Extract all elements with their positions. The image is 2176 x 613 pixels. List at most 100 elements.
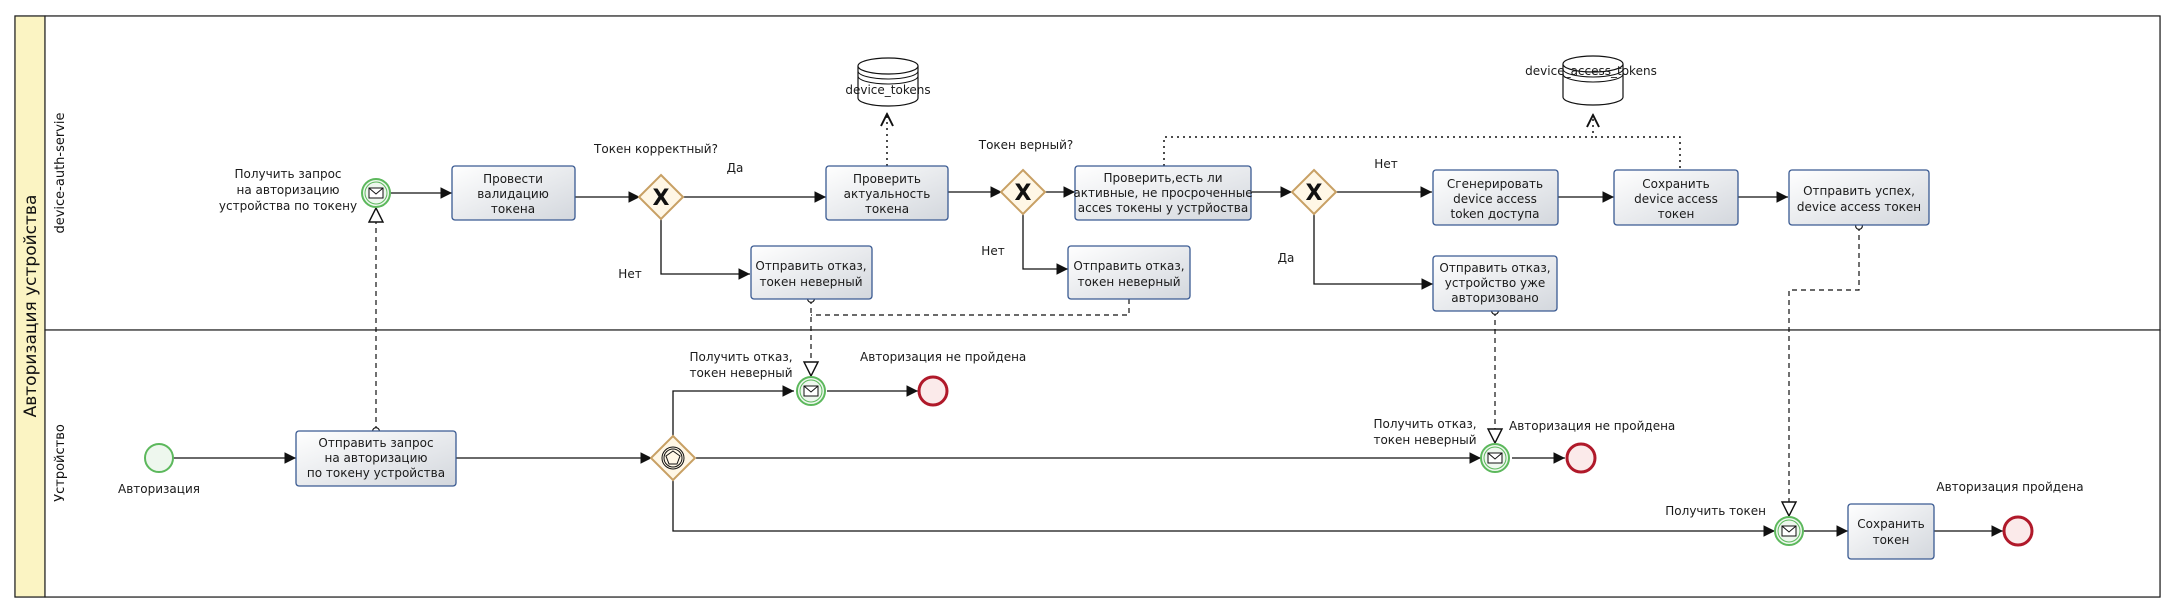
pool-label: Авторизация устройства xyxy=(21,195,41,418)
gateway-no-3: Нет xyxy=(1374,157,1397,171)
gateway-question-1: Токен корректный? xyxy=(593,142,718,156)
receive-token-label: Получить токен xyxy=(1665,504,1766,518)
event-receive-reject-1[interactable] xyxy=(796,376,826,406)
task-line: токен xyxy=(1658,207,1695,221)
x-icon: X xyxy=(1015,181,1032,206)
task-line: токена xyxy=(491,202,535,216)
task-line: Отправить отказ, xyxy=(1073,259,1184,273)
event-start[interactable] xyxy=(144,443,174,473)
event-label-line: Получить отказ, xyxy=(1373,417,1476,431)
task-line: на авторизацию xyxy=(325,451,428,465)
flow-g2-no xyxy=(1022,214,1068,275)
pool-header xyxy=(14,15,46,598)
task-line: по токену устройства xyxy=(307,466,445,480)
flow-event-gw-to-receive-token xyxy=(672,473,1775,537)
event-label-line: Получить отказ, xyxy=(689,350,792,364)
task-line: Проверить,есть ли xyxy=(1103,171,1222,185)
task-line: Отправить отказ, xyxy=(755,259,866,273)
gateway-labels: Токен корректный? Да Нет Токен верный? Н… xyxy=(593,138,1398,281)
task-line: Отправить запрос xyxy=(318,436,433,450)
event-end-fail-1[interactable] xyxy=(917,375,949,407)
event-labels: Получить запрос на авторизацию устройства … xyxy=(118,167,2084,518)
flow-event-gw-to-reject1 xyxy=(672,385,794,443)
task-line: device access xyxy=(1453,192,1537,206)
datastore-device-access-tokens-label: device_access_tokens xyxy=(1525,64,1657,78)
msg-reject1b xyxy=(811,299,1130,316)
task-line: токен неверный xyxy=(1077,275,1180,289)
gateway-token-valid[interactable]: X xyxy=(999,168,1047,216)
task-line: валидацию xyxy=(477,187,549,201)
x-icon: X xyxy=(653,186,670,211)
task-reject-token-1[interactable]: Отправить отказ, токен неверный xyxy=(750,245,873,300)
gateway-yes-1: Да xyxy=(727,161,744,175)
task-line: token доступа xyxy=(1451,207,1540,221)
event-receive-reject-2[interactable] xyxy=(1480,443,1510,473)
lane-label-service: device-auth-servie xyxy=(53,112,68,233)
task-line: токен неверный xyxy=(759,275,862,289)
task-line: device access xyxy=(1634,192,1718,206)
data-associations xyxy=(887,114,1681,168)
end-fail-label-2: Авторизация не пройдена xyxy=(1509,419,1675,433)
task-line: активные, не просроченные xyxy=(1073,186,1252,200)
envelope-icon xyxy=(803,385,819,397)
event-label-line: Получить запрос xyxy=(234,167,341,181)
gateway-question-2: Токен верный? xyxy=(978,138,1074,152)
event-end-fail-2[interactable] xyxy=(1565,442,1597,474)
end-success-label: Авторизация пройдена xyxy=(1936,480,2083,494)
gateway-event-based[interactable] xyxy=(649,434,697,482)
task-line: Сгенерировать xyxy=(1447,177,1543,191)
svg-text:Отправить отказ,устройство уже: Отправить отказ,устройство ужеавторизова… xyxy=(1439,261,1550,305)
task-line: Проверить xyxy=(853,172,921,186)
event-label-line: токен неверный xyxy=(1373,433,1476,447)
task-send-success[interactable]: Отправить успех,device access токен xyxy=(1788,169,1930,226)
datastore-device-tokens-label: device_tokens xyxy=(845,83,930,97)
event-label-line: на авторизацию xyxy=(237,183,340,197)
datastore-device-tokens: device_tokens xyxy=(845,57,931,107)
task-line: Провести xyxy=(483,172,543,186)
envelope-icon xyxy=(1487,452,1503,464)
envelope-icon xyxy=(1781,525,1797,537)
task-line: Сохранить xyxy=(1857,517,1925,531)
task-line: Сохранить xyxy=(1642,177,1710,191)
task-line: Отправить отказ, xyxy=(1439,261,1550,275)
datastore-device-access-tokens: device_access_tokens xyxy=(1525,55,1657,106)
start-event-label: Авторизация xyxy=(118,482,200,496)
event-end-success[interactable] xyxy=(2002,515,2034,547)
task-line: авторизовано xyxy=(1451,291,1539,305)
event-receive-request[interactable] xyxy=(361,178,391,208)
svg-text:Отправить отказ,токен неверный: Отправить отказ, токен неверный xyxy=(755,259,866,289)
task-line: токен xyxy=(1873,533,1910,547)
gateway-active-tokens[interactable]: X xyxy=(1290,168,1338,216)
event-receive-token[interactable] xyxy=(1774,516,1804,546)
task-line: токена xyxy=(865,202,909,216)
svg-text:Получить отказ,токен неверный: Получить отказ,токен неверный xyxy=(689,350,792,380)
svg-text:Получить отказ,токен неверный: Получить отказ, токен неверный xyxy=(1373,417,1476,447)
task-reject-token-2[interactable]: Отправить отказ, токен неверный xyxy=(1067,245,1191,300)
event-label-line: устройства по токену xyxy=(219,199,357,213)
gateway-no-1: Нет xyxy=(618,267,641,281)
gateway-yes-3: Да xyxy=(1278,251,1295,265)
end-fail-label-1: Авторизация не пройдена xyxy=(860,350,1026,364)
flow-g3-yes xyxy=(1313,214,1433,290)
task-line: актуальность xyxy=(844,187,931,201)
gateway-no-2: Нет xyxy=(981,244,1004,258)
pentagon-icon xyxy=(665,450,681,465)
gateway-token-correct[interactable]: X xyxy=(637,173,685,221)
task-save-local-token[interactable]: Сохранить токен xyxy=(1847,503,1935,560)
sequence-flows xyxy=(173,186,2003,537)
